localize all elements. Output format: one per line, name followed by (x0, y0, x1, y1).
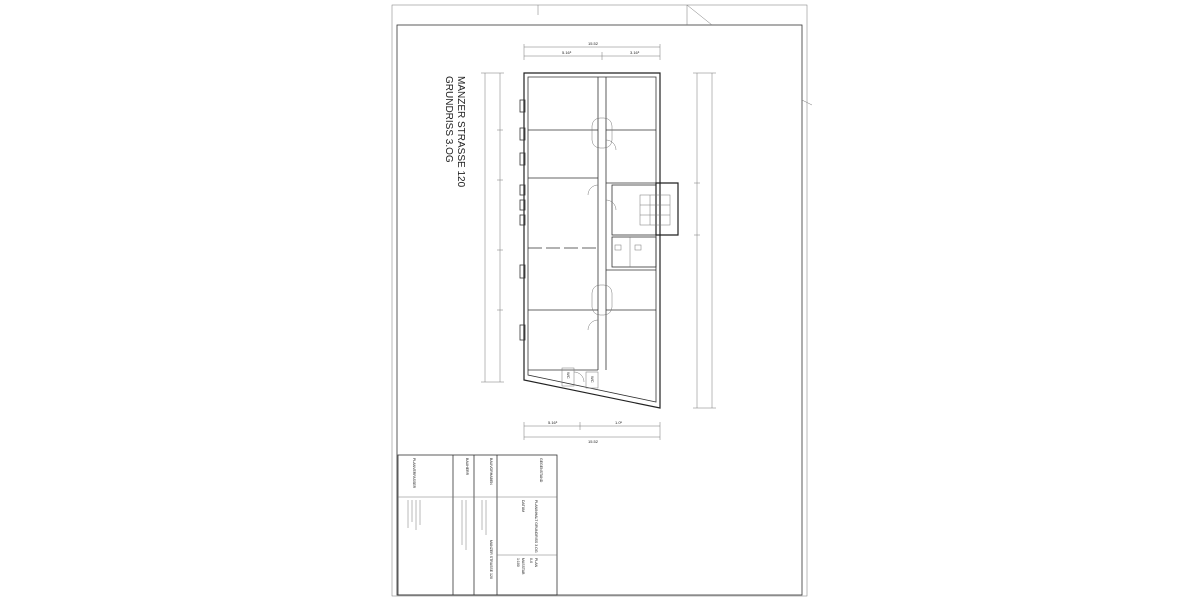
plan-value: 0-0 (529, 558, 533, 563)
dimension-label: 15.52 (588, 439, 599, 444)
building-outline (523, 72, 679, 409)
dimension-label: 5.16⁵ (548, 420, 558, 425)
plan-label: PLAN (534, 558, 538, 568)
scale-value: 1:100 (516, 558, 520, 567)
room-label: WC (590, 376, 595, 383)
subject-value: PLANINHALT GRUNDRISS 3.OG (534, 500, 538, 553)
subject-label: GEGENSTAND (539, 458, 543, 483)
architect-label: PLANVERFASSER (412, 458, 416, 489)
scale-label: MASSTAB (521, 558, 525, 575)
fold-line (686, 4, 713, 26)
project-value: MANZER STRASSE 120 (489, 540, 493, 579)
project-label: BAUVORHABEN (489, 458, 493, 485)
dimension-label: 1.0⁵ (615, 420, 623, 425)
inner-frame (396, 24, 803, 596)
dimension-top: 15.52 5.16⁵ 3.16⁵ (523, 41, 661, 60)
windows (519, 99, 526, 341)
room-label: WC (566, 372, 571, 379)
date-label: DATUM (521, 500, 525, 512)
dimension-bottom: 5.16⁵ 1.0⁵ 15.52 (523, 420, 661, 444)
dimension-right (693, 72, 716, 409)
title-block: GEGENSTAND PLANINHALT GRUNDRISS 3.OG DAT… (397, 454, 558, 596)
dimension-label: 15.52 (588, 41, 599, 46)
drawing-title: MANZER STRASSE 120 (455, 76, 466, 188)
dimension-label: 3.16⁵ (630, 50, 640, 55)
fold-line (801, 99, 813, 106)
outer-frame (391, 4, 808, 597)
dimension-left (481, 72, 504, 383)
drawing-subtitle: GRUNDRISS 3.OG (443, 76, 454, 163)
client-label: BAUHERR (465, 458, 469, 476)
dimension-label: 5.16⁵ (562, 50, 572, 55)
